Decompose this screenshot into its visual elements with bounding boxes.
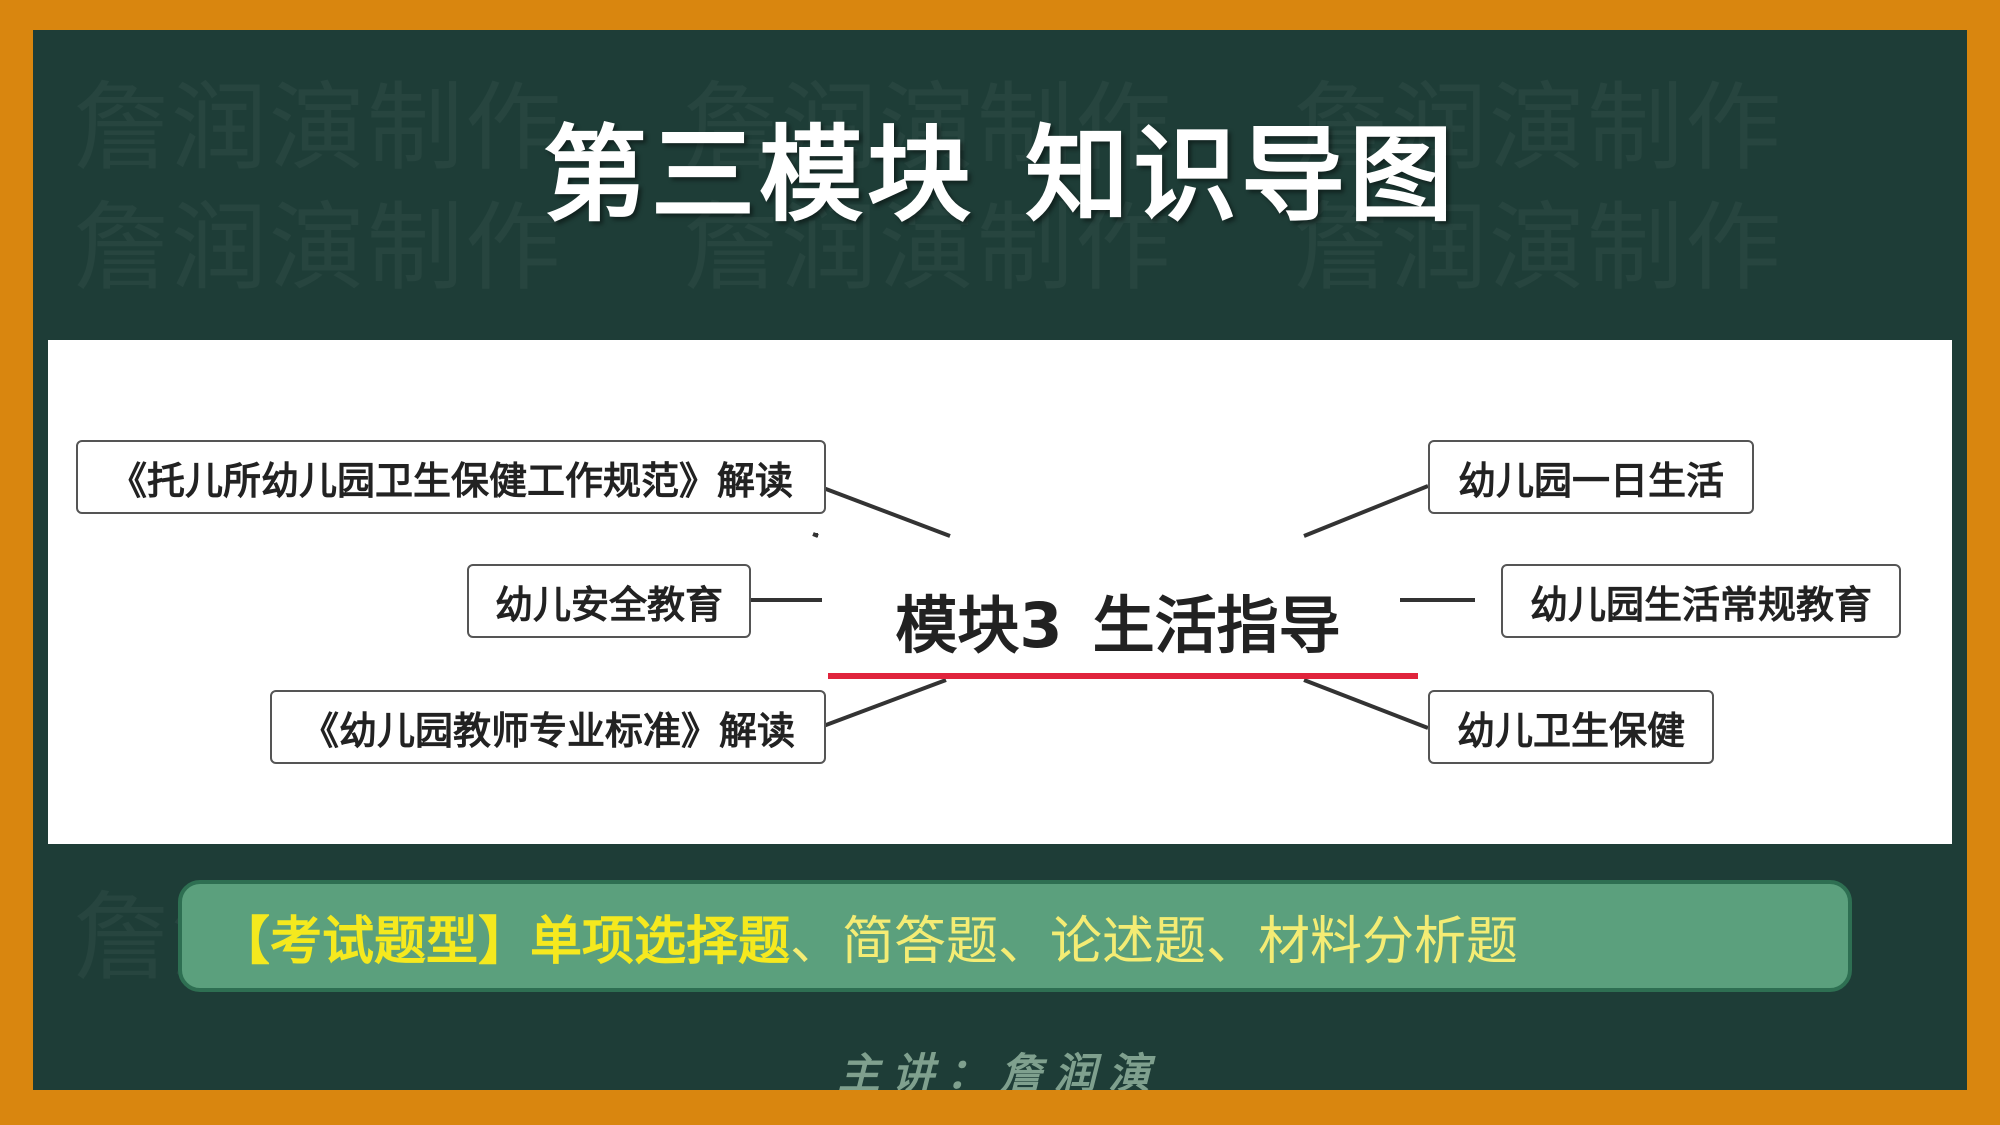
center-part1: 模块3 [895, 589, 1063, 662]
watermark-text: 詹润演制作 [683, 170, 1173, 309]
mindmap-connectors [751, 484, 1475, 730]
presenter-credit: 主讲：詹润演 [837, 1049, 1162, 1090]
mindmap-node-left-2: 幼儿安全教育 [467, 564, 751, 638]
title-part2: 知识导图 [1025, 114, 1458, 236]
connector-right-top-path [1303, 484, 1429, 538]
connector-left-top-line [812, 532, 819, 538]
connector-left-top-path [817, 484, 951, 538]
exam-type-banner: 【考试题型】单项选择题、简答题、论述题、材料分析题 [178, 880, 1852, 992]
mindmap-node-left-3: 《幼儿园教师专业标准》解读 [270, 690, 826, 764]
watermark-row: 詹润演制作詹润演制作詹润演制作 [73, 50, 1967, 189]
mindmap-node-right-1: 幼儿园一日生活 [1428, 440, 1754, 514]
mindmap-node-right-2: 幼儿园生活常规教育 [1501, 564, 1901, 638]
exam-tag: 【考试题型】 [218, 911, 531, 972]
connector-left-bottom-path [817, 678, 947, 730]
center-part2: 生活指导 [1092, 589, 1341, 662]
slide-board: 詹润演制作詹润演制作詹润演制作 詹润演制作詹润演制作詹润演制作 詹润演制作詹润演… [33, 30, 1967, 1090]
watermark-text: 詹润演制作 [73, 170, 563, 309]
mindmap-node-left-1: 《托儿所幼儿园卫生保健工作规范》解读 [76, 440, 826, 514]
exam-rest: 、简答题、论述题、材料分析题 [790, 911, 1519, 972]
watermark-row: 詹润演制作詹润演制作詹润演制作 [73, 170, 1967, 309]
mindmap-node-right-3: 幼儿卫生保健 [1428, 690, 1714, 764]
watermark-text: 詹润演制作 [73, 50, 563, 189]
mindmap-panel: 模块3 生活指导 《托儿所幼儿园卫生保健工作规范》解读 幼儿安全教育 《幼儿园教师… [48, 340, 1952, 844]
watermark-text: 詹润演制作 [683, 50, 1173, 189]
watermark-text: 詹润演制作 [1293, 170, 1783, 309]
mindmap-center-topic: 模块3 生活指导 [828, 575, 1408, 665]
exam-highlight: 单项选择题 [530, 911, 791, 972]
title-part1: 第三模块 [542, 114, 975, 236]
connector-right-bottom-path [1303, 678, 1429, 730]
page-title: 第三模块知识导图 [33, 90, 1967, 241]
watermark-text: 詹润演制作 [1293, 50, 1783, 189]
